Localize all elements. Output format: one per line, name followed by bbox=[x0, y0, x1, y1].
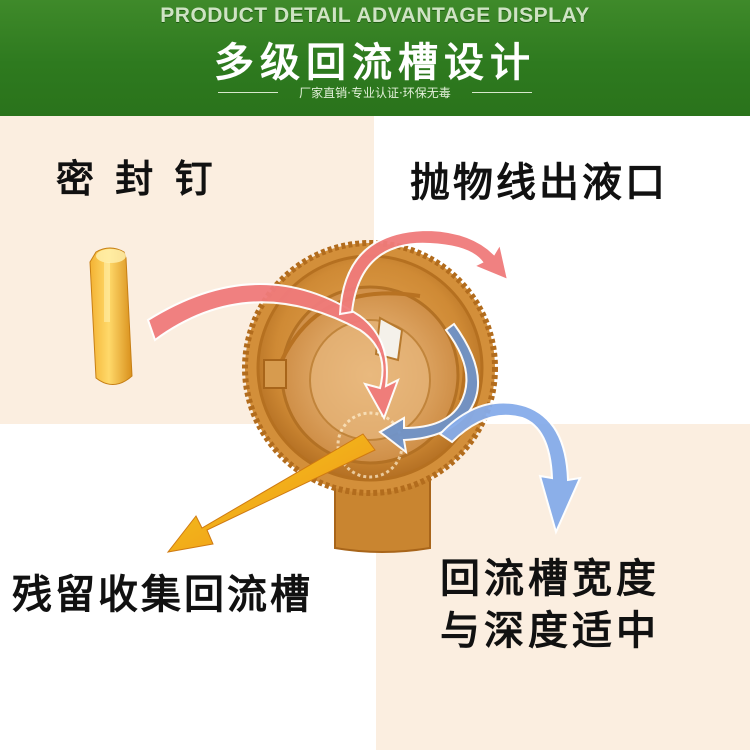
divider-left bbox=[218, 92, 278, 93]
header-tagline: 厂家直销·专业认证·环保无毒 bbox=[299, 86, 451, 100]
arrow-blue-right bbox=[438, 401, 582, 535]
label-residue-groove: 残留收集回流槽 bbox=[12, 572, 313, 618]
page-title: 多级回流槽设计 bbox=[214, 40, 536, 86]
label-parabolic-outlet: 抛物线出液口 bbox=[410, 160, 668, 206]
header-banner: PRODUCT DETAIL ADVANTAGE DISPLAY 多级回流槽设计… bbox=[0, 0, 750, 116]
arrow-blue-inner bbox=[378, 322, 479, 455]
header-subtitle-en: PRODUCT DETAIL ADVANTAGE DISPLAY bbox=[160, 4, 590, 27]
arrow-red-top bbox=[338, 228, 510, 316]
seal-pin-image bbox=[89, 247, 133, 385]
label-groove-line1: 回流槽宽度 bbox=[440, 556, 660, 602]
label-groove-line2: 与深度适中 bbox=[440, 608, 660, 654]
divider-right bbox=[472, 92, 532, 93]
arrow-red-left bbox=[146, 283, 400, 421]
label-seal-pin: 密 封 钉 bbox=[56, 157, 217, 201]
arrow-residue-groove bbox=[166, 433, 376, 553]
